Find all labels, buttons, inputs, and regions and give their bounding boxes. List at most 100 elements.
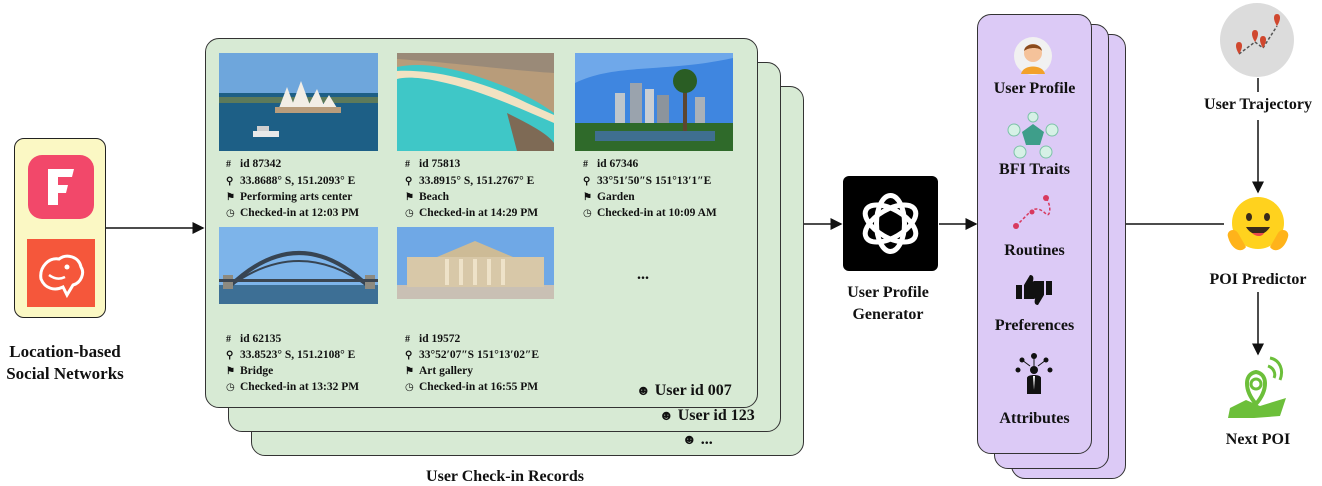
profile-item-user-profile: User Profile: [993, 80, 1076, 97]
hugging-face-icon: [1224, 193, 1292, 264]
user-icon: ☻: [682, 433, 697, 448]
record-coords-text: 33°51′50″S 151°13′1″E: [597, 175, 712, 187]
clock-icon: ◷: [583, 208, 592, 219]
clock-icon: ◷: [226, 382, 235, 393]
route-icon: [1012, 192, 1058, 237]
record-category-text: Beach: [419, 191, 450, 203]
user-label-123: ☻ User id 123: [659, 407, 755, 425]
record-category-text: Bridge: [240, 365, 274, 377]
generator-label-line1: User Profile: [847, 284, 929, 301]
record-time-text: Checked-in at 14:29 PM: [419, 207, 539, 219]
flag-icon: ⚑: [226, 366, 235, 377]
hash-icon: #: [405, 159, 410, 170]
record-2-time: ◷ Checked-in at 14:29 PM: [405, 206, 538, 221]
profile-item-routines: Routines: [1004, 242, 1065, 259]
record-4-time: ◷ Checked-in at 13:32 PM: [226, 380, 359, 395]
record-category-text: Garden: [597, 191, 635, 203]
lbsn-label-line1: Location-based: [9, 342, 121, 361]
flag-icon: ⚑: [583, 192, 592, 203]
photo-bridge: [219, 227, 378, 304]
record-coords-text: 33.8688° S, 151.2093° E: [240, 175, 356, 187]
lbsn-label-line2: Social Networks: [6, 364, 124, 383]
record-3-id: # id 67346: [583, 157, 638, 172]
predictor-label: POI Predictor: [1209, 271, 1307, 288]
hash-icon: #: [583, 159, 588, 170]
record-3-coords: ⚲ 33°51′50″S 151°13′1″E: [583, 174, 711, 189]
record-5-id: # id 19572: [405, 332, 460, 347]
pin-icon: ⚲: [405, 176, 413, 187]
record-time-text: Checked-in at 10:09 AM: [597, 207, 717, 219]
user-id-text: User id 007: [654, 382, 732, 399]
trajectory-icon: [1219, 2, 1295, 83]
record-id-text: id 67346: [597, 158, 639, 170]
photo-beach: [397, 53, 554, 151]
profile-item-bfi-traits: BFI Traits: [999, 161, 1070, 178]
gowalla-logo-icon: [27, 239, 95, 307]
photo-art-gallery: [397, 227, 554, 299]
flag-icon: ⚑: [405, 366, 414, 377]
user-id-text: ...: [700, 431, 713, 448]
record-2-category: ⚑ Beach: [405, 190, 449, 205]
record-4-coords: ⚲ 33.8523° S, 151.2108° E: [226, 348, 355, 363]
record-coords-text: 33.8915° S, 151.2767° E: [419, 175, 535, 187]
user-label-more: ☻ ...: [682, 431, 713, 449]
openai-logo-icon: [843, 176, 938, 271]
user-id-text: User id 123: [677, 407, 755, 424]
record-2-id: #id 75813: [405, 157, 460, 172]
profile-item-preferences: Preferences: [994, 317, 1075, 334]
clock-icon: ◷: [405, 382, 414, 393]
record-category-text: Art gallery: [419, 365, 473, 377]
record-id-text: id 19572: [419, 333, 461, 345]
user-label-007: ☻ User id 007: [636, 382, 732, 400]
thumbs-icon: [1014, 273, 1054, 312]
pin-icon: ⚲: [226, 350, 234, 361]
record-category-text: Performing arts center: [240, 191, 353, 203]
photo-opera-house: [219, 53, 378, 151]
user-icon: ☻: [659, 409, 674, 424]
clock-icon: ◷: [405, 208, 414, 219]
profile-card-front: [977, 14, 1092, 454]
record-id-text: id 87342: [240, 158, 282, 170]
photo-garden: [575, 53, 733, 151]
record-time-text: Checked-in at 16:55 PM: [419, 381, 539, 393]
record-time-text: Checked-in at 12:03 PM: [240, 207, 360, 219]
record-4-id: # id 62135: [226, 332, 281, 347]
flag-icon: ⚑: [226, 192, 235, 203]
lbsn-label: Location-based Social Networks: [0, 341, 130, 385]
flag-icon: ⚑: [405, 192, 414, 203]
hash-icon: #: [405, 334, 410, 345]
pin-icon: ⚲: [583, 176, 591, 187]
record-1-id: # id 87342: [226, 157, 281, 172]
record-1-category: ⚑ Performing arts center: [226, 190, 352, 205]
bfi-traits-icon: [1006, 111, 1060, 165]
record-5-coords: ⚲33°52′07″S 151°13′02″E: [405, 348, 539, 363]
record-5-time: ◷ Checked-in at 16:55 PM: [405, 380, 538, 395]
attributes-icon: [1014, 350, 1054, 399]
record-3-time: ◷ Checked-in at 10:09 AM: [583, 206, 717, 221]
record-3-category: ⚑ Garden: [583, 190, 635, 205]
record-coords-text: 33.8523° S, 151.2108° E: [240, 349, 356, 361]
record-id-text: id 62135: [240, 333, 282, 345]
location-pin-icon: [1226, 356, 1290, 425]
record-time-text: Checked-in at 13:32 PM: [240, 381, 360, 393]
record-4-category: ⚑ Bridge: [226, 364, 273, 379]
hash-icon: #: [226, 159, 231, 170]
record-2-coords: ⚲ 33.8915° S, 151.2767° E: [405, 174, 534, 189]
record-1-time: ◷Checked-in at 12:03 PM: [226, 206, 359, 221]
records-caption: User Check-in Records: [426, 468, 584, 485]
user-icon: ☻: [636, 384, 651, 399]
pin-icon: ⚲: [405, 350, 413, 361]
pin-icon: ⚲: [226, 176, 234, 187]
foursquare-logo-icon: [28, 155, 94, 219]
record-5-category: ⚑ Art gallery: [405, 364, 473, 379]
hash-icon: #: [226, 334, 231, 345]
generator-label-line2: Generator: [852, 306, 924, 323]
user-avatar-icon: [1013, 36, 1053, 81]
next-poi-label: Next POI: [1225, 431, 1291, 448]
profile-item-attributes: Attributes: [999, 410, 1070, 427]
trajectory-label: User Trajectory: [1204, 96, 1312, 113]
record-1-coords: ⚲ 33.8688° S, 151.2093° E: [226, 174, 355, 189]
generator-label: User Profile Generator: [828, 282, 948, 326]
records-ellipsis: ...: [637, 266, 649, 283]
